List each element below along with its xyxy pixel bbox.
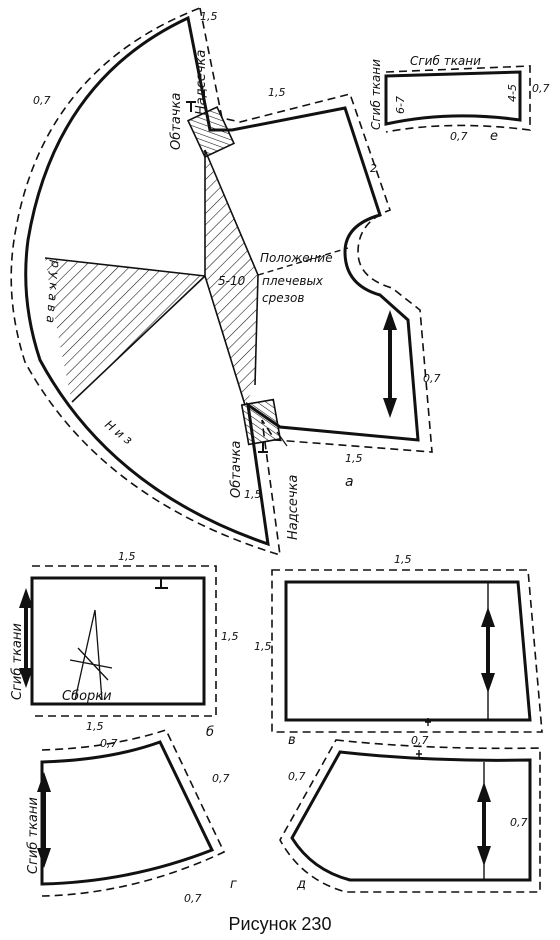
piece-g-dim-bottom: 0,7	[184, 892, 202, 905]
piece-e-dim-bottom: 0,7	[450, 130, 468, 143]
piece-a: 1,5 1,5 2 0,7 0,7 1,5 1,5 5-10 а Положен…	[10, 6, 441, 557]
dim-top-right: 1,5	[268, 86, 286, 99]
piece-d-letter: д	[296, 877, 306, 892]
hatch-sleeve-top	[45, 258, 205, 402]
piece-a-seam-allowance	[10, 6, 433, 557]
piece-b-fold: Сгиб ткани	[10, 623, 25, 700]
piece-v-outline	[284, 580, 532, 722]
piece-d: 0,7 0,7 0,7 д	[279, 734, 541, 893]
figure-caption: Рисунок 230	[229, 914, 332, 934]
dim-bottom-corner: 1,5	[244, 488, 262, 501]
piece-b-letter: б	[206, 725, 214, 740]
piece-b-dim-top: 1,5	[118, 550, 136, 563]
piece-g-dim-top: 0,7	[100, 737, 118, 750]
dart-bottom	[240, 398, 282, 446]
piece-b-seam-allowance	[32, 565, 217, 717]
piece-v: 1,5 1,5 в	[254, 553, 543, 748]
dart-top-mark	[186, 101, 196, 112]
piece-d-dim-left: 0,7	[288, 770, 306, 783]
piece-g: 0,7 0,7 0,7 Сгиб ткани г	[26, 729, 237, 905]
dart-top	[186, 106, 236, 158]
piece-d-outline	[290, 750, 532, 882]
inner-line-2	[71, 275, 206, 403]
piece-v-letter: в	[288, 733, 296, 748]
piece-e-letter: е	[490, 129, 498, 144]
hem-word: Н и з	[102, 417, 135, 447]
shoulder-position-line	[257, 247, 349, 276]
range-label: 5-10	[218, 274, 246, 288]
grain-arrow-d	[477, 782, 491, 866]
piece-e-fold-side: Сгиб ткани	[369, 59, 383, 130]
piece-b: 1,5 1,5 1,5 Сборки Сгиб ткани б	[10, 550, 239, 740]
piece-g-seam-allowance	[41, 729, 226, 897]
piece-b-dim-right: 1,5	[221, 630, 239, 643]
piece-d-seam-allowance	[279, 739, 541, 893]
sleeve-word: р у к а в а	[44, 259, 64, 324]
piece-e-fold-top: Сгиб ткани	[410, 54, 481, 68]
dart-top-label: Обтачка	[169, 93, 184, 150]
piece-d-notch	[416, 750, 422, 758]
grain-arrow-a	[383, 310, 397, 418]
piece-d-dim-right: 0,7	[510, 816, 528, 829]
piece-d-dim-top: 0,7	[411, 734, 429, 747]
piece-g-fold: Сгиб ткани	[26, 797, 41, 874]
piece-v-notch	[425, 718, 431, 726]
piece-b-outline	[30, 576, 206, 706]
piece-e-num-left: 6-7	[394, 96, 407, 114]
shoulder-note-line2: плечевых	[262, 274, 324, 288]
dim-bottom-right: 0,7	[423, 372, 441, 385]
piece-e-num-right: 4-5	[506, 84, 519, 102]
piece-g-dim-right: 0,7	[212, 772, 230, 785]
hatch-center	[205, 150, 258, 405]
dim-top-corner: 1,5	[200, 10, 218, 23]
piece-b-dim-bottom: 1,5	[86, 720, 104, 733]
piece-g-outline	[40, 740, 215, 886]
gather-marks	[69, 609, 113, 701]
notch-top-label: Надсечка	[194, 50, 209, 115]
shoulder-note-line1: Положение	[260, 251, 333, 265]
dart-bottom-label: Обтачка	[229, 441, 244, 498]
piece-e: Сгиб ткани Сгиб ткани 6-7 4-5 0,7 0,7 е	[369, 54, 550, 144]
inner-line-3	[204, 150, 246, 406]
grain-arrow-b	[19, 588, 33, 688]
piece-e-outline	[384, 70, 522, 126]
notch-bottom-label: Надсечка	[286, 475, 301, 540]
piece-a-outline	[24, 15, 420, 547]
grain-arrow-g	[37, 772, 51, 868]
notch-bottom-pointer	[276, 431, 288, 447]
piece-v-seam-allowance	[271, 569, 543, 733]
piece-e-seam-allowance	[385, 65, 531, 133]
dim-left-arc: 0,7	[33, 94, 51, 107]
dart-bottom-mark	[258, 442, 268, 453]
piece-e-dim-right: 0,7	[532, 82, 550, 95]
piece-b-gathers: Сборки	[62, 689, 112, 704]
dim-bottom: 1,5	[345, 452, 363, 465]
piece-v-dim-left: 1,5	[254, 640, 272, 653]
dim-side: 2	[370, 162, 377, 175]
piece-g-letter: г	[230, 877, 237, 892]
piece-v-dim-top: 1,5	[394, 553, 412, 566]
shoulder-note-line3: срезов	[262, 291, 304, 305]
piece-a-letter: а	[345, 474, 354, 490]
inner-line-1	[44, 257, 206, 277]
grain-arrow-v	[481, 607, 495, 693]
piece-b-notch	[155, 578, 168, 589]
